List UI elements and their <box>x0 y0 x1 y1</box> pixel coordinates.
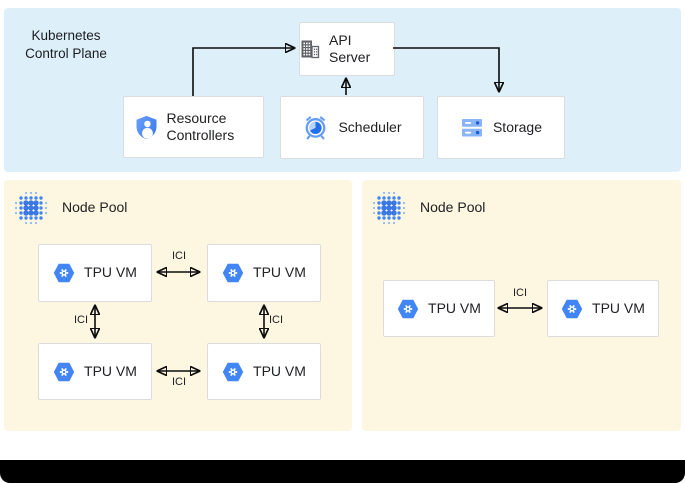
storage-node: Storage <box>437 96 565 159</box>
api-server-node: API Server <box>299 22 395 76</box>
tpu-vm-label: TPU VM <box>84 362 137 379</box>
ici-label: ICI <box>171 376 187 388</box>
tpu-vm-label: TPU VM <box>253 362 306 379</box>
tpu-vm-label: TPU VM <box>253 264 306 281</box>
scheduler-node: Scheduler <box>280 96 424 159</box>
tpu-vm-label: TPU VM <box>592 299 645 316</box>
tpu-vm-label: TPU VM <box>428 299 481 316</box>
tpu-vm-node: TPU VM <box>207 343 321 400</box>
tpu-hexagon-icon <box>222 362 244 382</box>
tpu-vm-node: TPU VM <box>207 244 321 302</box>
ici-label: ICI <box>512 287 528 299</box>
control-plane-title: Kubernetes Control Plane <box>25 28 107 62</box>
tpu-vm-node: TPU VM <box>38 244 152 302</box>
tpu-hexagon-icon <box>222 263 244 283</box>
node-pool-left-title: Node Pool <box>62 199 128 215</box>
resource-controllers-node: Resource Controllers <box>123 96 264 158</box>
tpu-vm-node: TPU VM <box>38 343 152 400</box>
ici-label: ICI <box>171 250 187 262</box>
node-pool-right-title: Node Pool <box>420 199 486 215</box>
api-server-label: API Server <box>329 31 371 66</box>
dot-cluster-icon <box>372 191 406 230</box>
ici-label: ICI <box>269 314 284 326</box>
resource-controllers-label: Resource Controllers <box>166 109 235 144</box>
node-pool-left-header: Node Pool <box>4 180 352 234</box>
tpu-hexagon-icon <box>397 299 419 319</box>
alarm-clock-icon <box>302 114 329 141</box>
server-stack-icon <box>460 117 484 139</box>
tpu-hexagon-icon <box>561 299 583 319</box>
building-icon <box>300 39 320 59</box>
dot-cluster-icon <box>14 191 48 230</box>
tpu-vm-node: TPU VM <box>547 280 659 337</box>
node-pool-right-header: Node Pool <box>362 180 681 234</box>
scheduler-label: Scheduler <box>338 118 402 135</box>
tpu-hexagon-icon <box>53 362 75 382</box>
ici-label: ICI <box>73 314 88 326</box>
tpu-vm-node: TPU VM <box>383 280 495 337</box>
bottom-bar <box>0 460 685 483</box>
storage-label: Storage <box>492 118 543 135</box>
tpu-vm-label: TPU VM <box>84 264 137 281</box>
tpu-hexagon-icon <box>53 263 75 283</box>
shield-user-icon <box>135 115 158 140</box>
